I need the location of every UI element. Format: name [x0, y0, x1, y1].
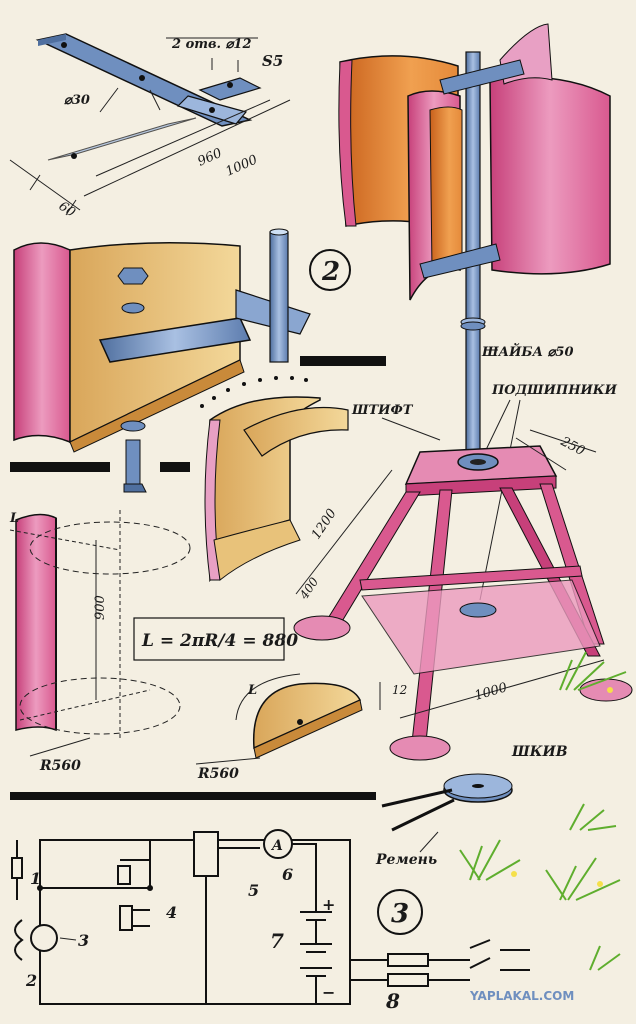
base400-label: 400 — [296, 575, 321, 603]
turbine-rotor — [338, 23, 611, 453]
figure-2-circle — [309, 249, 351, 291]
bearings-label: ПОДШИПНИКИ — [491, 383, 618, 398]
ammeter-symbol: A — [270, 838, 283, 854]
pulley-and-belt — [381, 773, 513, 832]
battery-minus: − — [322, 983, 335, 1002]
arc-length-label-a: L — [9, 511, 19, 526]
top-250-label: 250 — [557, 434, 587, 459]
component-4-label: 4 — [166, 903, 177, 922]
holes-label: 2 отв. ⌀12 — [171, 37, 252, 52]
crossbar-drawing — [9, 33, 291, 216]
component-5-label: 5 — [248, 881, 259, 900]
formula-box — [133, 617, 285, 661]
grass-decoration — [459, 651, 627, 971]
figure-3-number: 3 — [391, 899, 409, 929]
divider-bar-2 — [10, 462, 110, 472]
thickness12-label: 12 — [392, 683, 407, 697]
height1200-label: 1200 — [309, 506, 340, 542]
radius560-label-b: R560 — [197, 766, 239, 782]
blade-sheet-layout — [9, 510, 191, 740]
rivet-row — [200, 376, 308, 408]
component-6-label: 6 — [282, 865, 293, 884]
formula-text: L = 2πR/4 = 880 — [141, 631, 298, 651]
semicircle-disk — [235, 673, 363, 759]
component-2-label: 2 — [25, 971, 37, 990]
figure-3-circle — [377, 889, 423, 935]
circuit-diagram — [11, 829, 530, 1005]
pulley-label: ШКИВ — [511, 744, 568, 760]
component-1-label: 1 — [30, 869, 41, 888]
figure-2-number: 2 — [321, 257, 340, 287]
tower-frame — [293, 445, 633, 761]
s5-label: S5 — [262, 52, 283, 70]
arc-length-label-b: L — [247, 683, 257, 698]
flowers-decoration — [511, 687, 613, 887]
battery-plus: + — [322, 895, 335, 914]
pin-label: ШТИФТ — [351, 403, 414, 418]
blade-cylinder — [200, 376, 349, 583]
component-8-label: 8 — [385, 989, 400, 1013]
washer-label: ШАЙБА ⌀50 — [481, 343, 574, 360]
component-3-label: 3 — [78, 931, 89, 950]
divider-bar-4 — [10, 792, 376, 800]
height900-label: 900 — [93, 595, 108, 620]
length1000-label: 1000 — [224, 152, 260, 179]
base1000-label: 1000 — [473, 680, 509, 704]
blade-mount-assembly — [13, 228, 311, 493]
component-7-label: 7 — [270, 929, 284, 953]
radius560-label-a: R560 — [39, 758, 81, 774]
diameter30-label: ⌀30 — [64, 93, 90, 108]
length960-label: 960 — [196, 146, 225, 170]
divider-bar-1 — [300, 356, 386, 366]
divider-bar-3 — [160, 462, 190, 472]
watermark: YAPLAKAL.COM — [469, 989, 574, 1003]
belt-label: Ремень — [375, 852, 437, 868]
